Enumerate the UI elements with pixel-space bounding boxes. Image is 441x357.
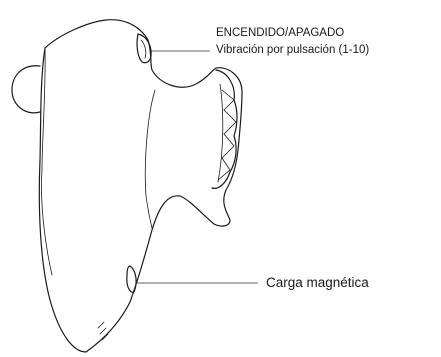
charging-port-label: Carga magnética [266,275,369,290]
device-body [38,19,243,353]
pulsing-head [211,69,238,189]
head-ridge-1 [221,89,235,111]
body-face-edge [144,89,156,229]
head-ridge-3 [221,133,235,159]
power-button [136,33,152,64]
left-nub [11,65,41,114]
grip-marks [97,321,109,341]
head-ridge-2 [223,109,237,135]
head-ridge-4 [217,157,231,181]
power-button-detail [140,39,147,59]
power-button-label: ENCENDIDO/APAGADO [216,27,345,39]
body-inner-contour [41,47,53,276]
power-button-description: Vibración por pulsación (1-10) [216,44,370,56]
charging-port [126,265,137,293]
head-inner-line [217,83,224,183]
